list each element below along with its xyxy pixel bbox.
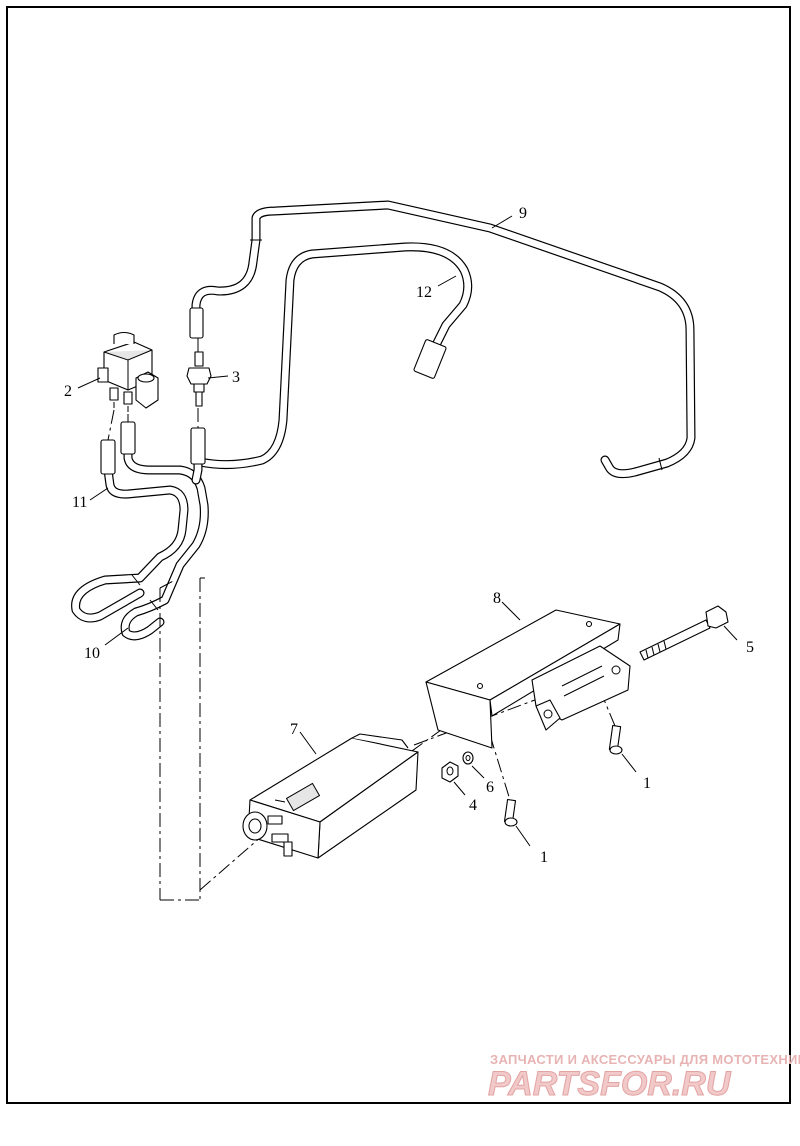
callout-10: 10 xyxy=(84,645,100,662)
hose-9 xyxy=(189,200,696,479)
fitting-3 xyxy=(186,351,212,407)
hose-12 xyxy=(195,242,473,470)
screw-1-lower xyxy=(503,799,518,827)
bracket-8 xyxy=(425,609,631,749)
hose-11 xyxy=(71,421,209,641)
callout-11: 11 xyxy=(72,494,87,511)
callout-1-right: 1 xyxy=(643,775,651,792)
callout-5: 5 xyxy=(746,639,754,656)
callout-1-lower: 1 xyxy=(540,849,548,866)
bolt-5 xyxy=(639,605,729,661)
watermark-subtitle: ЗАПЧАСТИ И АКСЕССУАРЫ ДЛЯ МОТОТЕХНИКИ xyxy=(490,1052,800,1067)
charcoal-canister xyxy=(242,733,419,859)
callout-9: 9 xyxy=(519,205,527,222)
callout-6: 6 xyxy=(486,779,494,796)
nut-4 xyxy=(441,761,459,783)
callout-3: 3 xyxy=(232,369,240,386)
callout-8: 8 xyxy=(493,590,501,607)
screw-1-right xyxy=(608,725,623,755)
leader-lines xyxy=(77,215,738,847)
callout-2: 2 xyxy=(64,383,72,400)
watermark-brand: PARTSFOR.RU xyxy=(488,1065,732,1103)
callout-4: 4 xyxy=(469,797,477,814)
solenoid-valve xyxy=(97,331,159,412)
callout-12: 12 xyxy=(416,284,432,301)
callout-7: 7 xyxy=(290,721,298,738)
drawing-border xyxy=(6,6,791,1104)
washer-6 xyxy=(462,751,474,765)
